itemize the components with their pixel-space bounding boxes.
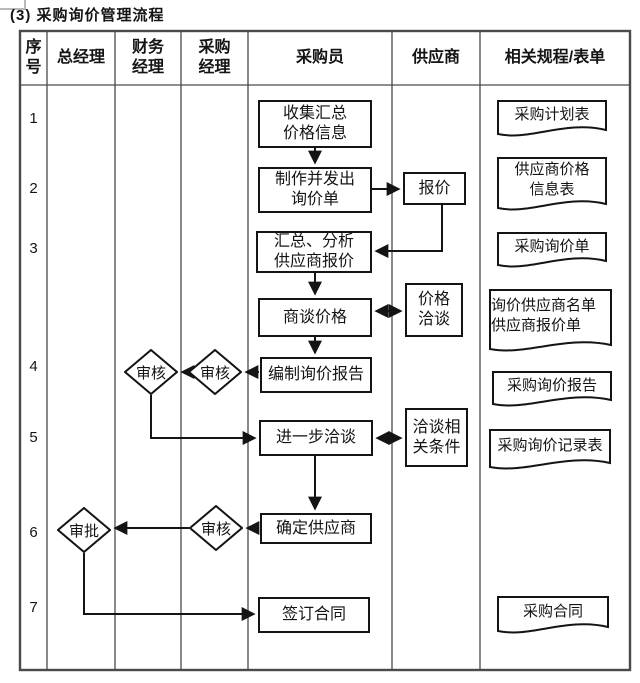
step-sign-contract: 签订合同 bbox=[258, 597, 370, 633]
decision-label: 审批 bbox=[68, 522, 99, 540]
doc-purchase-inquiry-record-form: 采购询价记录表 bbox=[489, 429, 611, 471]
step-confirm-supplier: 确定供应商 bbox=[260, 513, 372, 544]
doc-label: 询价供应商名单 供应商报价单 bbox=[491, 297, 597, 334]
doc-label: 供应商价格 信息表 bbox=[514, 161, 590, 198]
page-title: (3) 采购询价管理流程 bbox=[10, 7, 165, 24]
row-number-6: 6 bbox=[29, 523, 38, 541]
supplier-quote-box: 报价 bbox=[403, 172, 466, 205]
table-grid bbox=[18, 29, 632, 672]
row-number-4: 4 bbox=[29, 357, 38, 375]
doc-purchase-inquiry-report: 采购询价报告 bbox=[492, 371, 612, 408]
row-number-5: 5 bbox=[29, 428, 38, 446]
decision-label: 审核 bbox=[199, 364, 230, 382]
doc-label: 采购询价报告 bbox=[506, 376, 597, 394]
row-number-3: 3 bbox=[29, 239, 38, 257]
doc-purchase-plan-form: 采购计划表 bbox=[497, 100, 607, 138]
doc-label: 采购询价单 bbox=[514, 237, 590, 255]
decision-review-purchase-manager-row6: 审核 bbox=[189, 505, 243, 551]
header-finance-manager: 财务 经理 bbox=[131, 39, 164, 76]
doc-purchase-inquiry-sheet: 采购询价单 bbox=[497, 232, 607, 269]
step-compile-inquiry-report: 编制询价报告 bbox=[260, 357, 372, 393]
decision-review-finance-manager-row4: 审核 bbox=[124, 349, 178, 395]
header-purchase-manager: 采购 经理 bbox=[198, 39, 231, 76]
flow-connectors bbox=[83, 148, 443, 621]
step-further-negotiation: 进一步洽谈 bbox=[259, 420, 373, 456]
doc-label: 采购询价记录表 bbox=[497, 436, 603, 454]
header-supplier: 供应商 bbox=[411, 49, 460, 66]
step-summarize-quotes: 汇总、分析 供应商报价 bbox=[256, 231, 372, 273]
decision-label: 审核 bbox=[200, 520, 231, 538]
doc-supplier-price-info-form: 供应商价格 信息表 bbox=[497, 157, 607, 212]
header-seq: 序 号 bbox=[25, 39, 42, 76]
crop-artifact bbox=[0, 0, 26, 10]
row-number-7: 7 bbox=[29, 598, 38, 616]
row-number-2: 2 bbox=[29, 179, 38, 197]
row-number-1: 1 bbox=[29, 109, 38, 127]
header-forms: 相关规程/表单 bbox=[504, 49, 606, 66]
doc-label: 采购计划表 bbox=[514, 106, 590, 123]
step-collect-price-info: 收集汇总 价格信息 bbox=[258, 100, 372, 148]
decision-approve-general-manager: 审批 bbox=[57, 507, 111, 553]
supplier-terms-box: 洽谈相 关条件 bbox=[405, 408, 468, 467]
step-make-inquiry-sheet: 制作并发出 询价单 bbox=[258, 167, 372, 213]
step-negotiate-price: 商谈价格 bbox=[258, 298, 372, 337]
doc-supplier-list-and-quote-sheet: 询价供应商名单 供应商报价单 bbox=[489, 289, 612, 353]
supplier-price-talk-box: 价格 洽谈 bbox=[405, 283, 463, 337]
decision-review-purchase-manager-row4: 审核 bbox=[188, 349, 242, 395]
decision-label: 审核 bbox=[135, 364, 166, 382]
header-general-manager: 总经理 bbox=[56, 49, 105, 66]
doc-label: 采购合同 bbox=[522, 602, 583, 620]
header-purchaser: 采购员 bbox=[295, 49, 344, 66]
doc-purchase-contract: 采购合同 bbox=[497, 596, 609, 635]
